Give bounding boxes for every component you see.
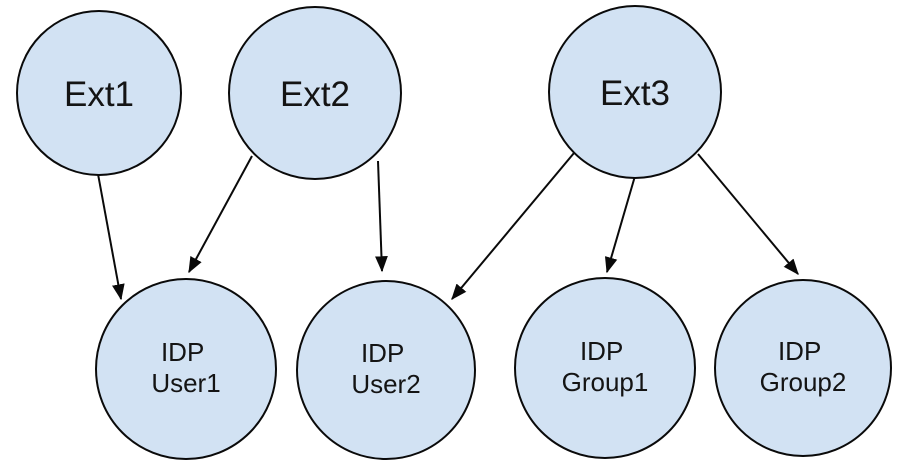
edge-ext3-to-idp-group1 bbox=[604, 175, 636, 274]
node-idp-user1-label: IDP User1 bbox=[151, 337, 220, 398]
node-ext3-label: Ext3 bbox=[600, 74, 670, 113]
node-ext2: Ext2 bbox=[228, 6, 402, 180]
node-ext1: Ext1 bbox=[16, 10, 182, 176]
edge-ext3-to-idp-user2 bbox=[451, 152, 575, 300]
node-ext3: Ext3 bbox=[548, 5, 722, 179]
node-ext3-circle bbox=[548, 5, 722, 179]
edge-ext2-to-idp-user2 bbox=[375, 160, 388, 273]
edge-layer bbox=[97, 152, 799, 301]
node-idp-group1-label: IDP Group1 bbox=[562, 336, 649, 397]
node-idp-group2-circle bbox=[714, 279, 892, 457]
node-idp-group1: IDP Group1 bbox=[514, 277, 696, 459]
node-ext1-circle bbox=[16, 10, 182, 176]
node-idp-user1: IDP User1 bbox=[95, 278, 277, 460]
node-idp-group2-label: IDP Group2 bbox=[760, 336, 847, 397]
node-idp-group2: IDP Group2 bbox=[714, 279, 892, 457]
edge-ext1-to-idp-user1 bbox=[97, 173, 125, 301]
node-idp-group1-circle bbox=[514, 277, 696, 459]
node-ext2-circle bbox=[228, 6, 402, 180]
node-idp-user2-circle bbox=[296, 280, 476, 460]
node-idp-user2: IDP User2 bbox=[296, 280, 476, 460]
node-ext1-label: Ext1 bbox=[64, 75, 134, 114]
node-idp-user1-circle bbox=[95, 278, 277, 460]
node-idp-user2-label: IDP User2 bbox=[351, 338, 420, 399]
node-ext2-label: Ext2 bbox=[280, 75, 350, 114]
edge-ext3-to-idp-group2 bbox=[697, 153, 799, 275]
edge-ext2-to-idp-user1 bbox=[188, 155, 253, 274]
